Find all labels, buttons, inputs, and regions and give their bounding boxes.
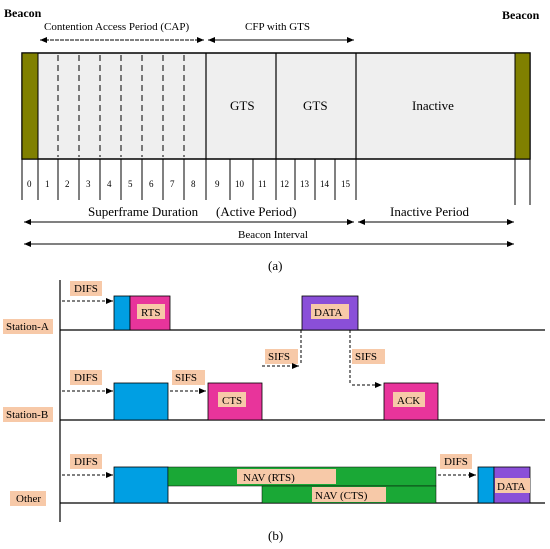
slot-number: 10: [235, 179, 245, 189]
svg-text:SIFS: SIFS: [355, 351, 377, 363]
cfp-label: CFP with GTS: [245, 21, 310, 33]
data-frame-station-a: DATA: [301, 295, 359, 331]
ack-frame: ACK: [383, 382, 439, 421]
svg-text:DIFS: DIFS: [444, 456, 468, 468]
caption-a: (a): [268, 258, 282, 273]
svg-text:Other: Other: [16, 493, 41, 505]
inactive-period-label: Inactive Period: [390, 204, 470, 219]
station-b-backoff-block: [113, 382, 169, 421]
slot-number: 8: [191, 179, 196, 189]
station-b-row-label: Station-B: [3, 407, 53, 422]
slot-number: 9: [215, 179, 220, 189]
svg-text:DIFS: DIFS: [74, 372, 98, 384]
cts-frame: CTS: [207, 382, 263, 421]
superframe-duration-label: Superframe Duration: [88, 204, 199, 219]
svg-text:Station-A: Station-A: [6, 321, 49, 333]
gts2-label: GTS: [303, 98, 328, 113]
slot-number: 0: [27, 179, 32, 189]
sifs-before-data: SIFS: [262, 330, 302, 369]
other-difs: DIFS: [62, 454, 113, 478]
svg-text:ACK: ACK: [397, 395, 420, 407]
inactive-label: Inactive: [412, 98, 454, 113]
other-row-label: Other: [10, 491, 46, 506]
other-backoff-block: [113, 466, 169, 504]
caption-b: (b): [268, 528, 283, 543]
slot-number: 15: [341, 179, 351, 189]
svg-text:Station-B: Station-B: [6, 409, 48, 421]
nav-cts-bar: NAV (CTS): [261, 485, 437, 504]
csma-timeline: Station-A Station-B Other DIFS RTS DATA: [3, 280, 545, 543]
svg-text:SIFS: SIFS: [175, 372, 197, 384]
station-a-backoff-block: [113, 295, 131, 331]
svg-text:DIFS: DIFS: [74, 456, 98, 468]
other-second-backoff-block: [477, 466, 495, 504]
station-b-sifs: SIFS: [170, 370, 206, 394]
slot-number: 12: [280, 179, 289, 189]
slot-number: 5: [128, 179, 133, 189]
data-frame-other: DATA: [493, 466, 531, 504]
gts1-label: GTS: [230, 98, 255, 113]
svg-text:CTS: CTS: [222, 395, 242, 407]
slot-number: 6: [149, 179, 154, 189]
slot-number: 14: [320, 179, 330, 189]
station-a-row-label: Station-A: [3, 319, 53, 334]
beacon-left-block: [21, 52, 39, 160]
slot-number: 3: [86, 179, 91, 189]
slot-number: 11: [258, 179, 267, 189]
superframe-diagram: Beacon Beacon Contention Access Period (…: [4, 6, 540, 273]
svg-text:DATA: DATA: [314, 307, 343, 319]
nav-rts-bar: NAV (RTS): [167, 466, 437, 487]
slot-ticks: [21, 159, 531, 205]
slot-number: 13: [300, 179, 310, 189]
beacon-interval-label: Beacon Interval: [238, 229, 308, 241]
beacon-right-block: [514, 52, 531, 160]
svg-text:RTS: RTS: [141, 307, 161, 319]
beacon-left-label: Beacon: [4, 6, 42, 20]
slot-number: 1: [45, 179, 50, 189]
beacon-right-label: Beacon: [502, 8, 540, 22]
slot-numbers: 0 1 2 3 4 5 6 7 8 9 10 11 12 13 14 15: [27, 179, 351, 189]
station-a-difs: DIFS: [62, 281, 113, 304]
station-b-difs: DIFS: [62, 370, 113, 394]
slot-number: 7: [170, 179, 175, 189]
svg-text:NAV (RTS): NAV (RTS): [243, 472, 295, 484]
cap-label: Contention Access Period (CAP): [44, 21, 189, 33]
other-difs-second: DIFS: [438, 454, 476, 478]
cap-slot-dividers: [57, 55, 185, 157]
active-period-label: (Active Period): [216, 204, 297, 219]
rts-frame: RTS: [129, 295, 171, 331]
svg-text:NAV (CTS): NAV (CTS): [315, 490, 368, 502]
slot-number: 4: [107, 179, 112, 189]
svg-text:DIFS: DIFS: [74, 283, 98, 295]
svg-text:DATA: DATA: [497, 481, 526, 493]
slot-number: 2: [65, 179, 70, 189]
sifs-before-ack: SIFS: [349, 330, 385, 388]
svg-text:SIFS: SIFS: [268, 351, 290, 363]
